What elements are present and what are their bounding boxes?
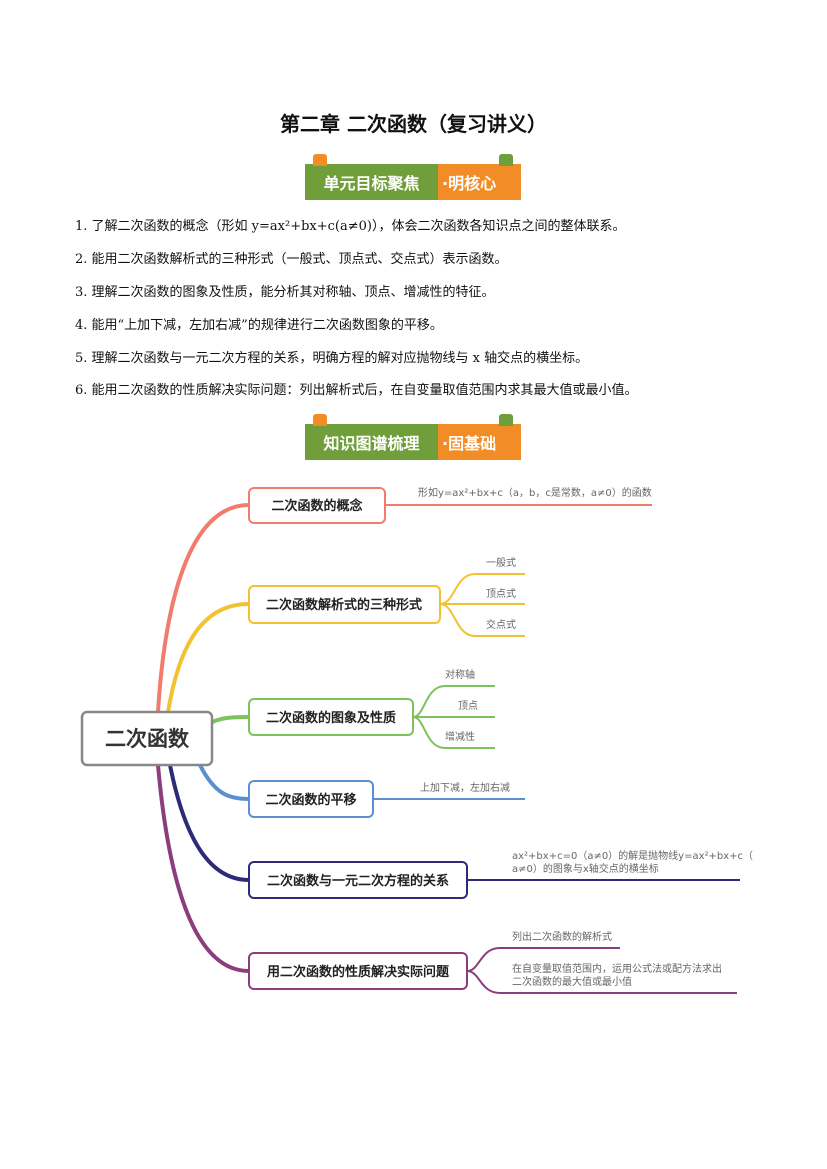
branch-connector (166, 602, 250, 713)
branch-note: a≠0）的图象与x轴交点的横坐标 (512, 862, 659, 875)
branch-node-forms: 二次函数解析式的三种形式 (248, 585, 441, 624)
branch-note: 列出二次函数的解析式 (512, 930, 612, 943)
branch-note: 顶点式 (486, 587, 516, 600)
banner-left-text: 单元目标聚焦 (305, 164, 438, 200)
branch-node-equation: 二次函数与一元二次方程的关系 (248, 861, 468, 899)
svg-text:二次函数的图象及性质: 二次函数的图象及性质 (266, 710, 396, 726)
branch-connector (156, 764, 250, 973)
banner-right-text: ·明核心 (438, 164, 521, 200)
branch-node-graph: 二次函数的图象及性质 (248, 698, 414, 736)
branch-note: ax²+bx+c=0（a≠0）的解是抛物线y=ax²+bx+c（ (512, 849, 753, 862)
objective-item: 4. 能用“上加下减，左加右减”的规律进行二次函数图象的平移。 (75, 318, 443, 333)
section-banner-goals: 单元目标聚焦 ·明核心 (305, 154, 521, 200)
branch-connector (198, 764, 250, 801)
branch-note: 交点式 (486, 618, 516, 631)
clip-icon (499, 154, 513, 166)
branch-connector (168, 764, 250, 882)
root-node-label: 二次函数 (105, 727, 190, 751)
banner-right-text: ·固基础 (438, 424, 521, 460)
branch-node-translation: 二次函数的平移 (248, 780, 374, 818)
branch-note: 形如y=ax²+bx+c（a，b，c是常数，a≠0）的函数 (418, 486, 652, 499)
svg-text:二次函数的平移: 二次函数的平移 (265, 792, 356, 808)
page-title: 第二章 二次函数（复习讲义） (280, 112, 547, 136)
branch-note: 顶点 (458, 700, 478, 712)
clip-icon (313, 414, 327, 426)
banner-left-text: 知识图谱梳理 (305, 424, 438, 460)
objective-item: 1. 了解二次函数的概念（形如 y=ax²+bx+c(a≠0)），体会二次函数各… (75, 219, 626, 234)
root-node (80, 710, 214, 767)
branch-node-concept: 二次函数的概念 (248, 487, 386, 524)
branch-note: 在自变量取值范围内，运用公式法或配方法求出 (512, 962, 722, 975)
branch-node-application: 用二次函数的性质解决实际问题 (248, 952, 468, 990)
branch-note: 一般式 (486, 556, 516, 569)
section-banner-map: 知识图谱梳理 ·固基础 (305, 414, 521, 460)
branch-connector (156, 503, 250, 713)
svg-text:二次函数解析式的三种形式: 二次函数解析式的三种形式 (266, 597, 422, 613)
clip-icon (499, 414, 513, 426)
objective-item: 2. 能用二次函数解析式的三种形式（一般式、顶点式、交点式）表示函数。 (75, 252, 508, 267)
branch-note: 上加下减，左加右减 (420, 781, 510, 794)
objective-item: 3. 理解二次函数的图象及性质，能分析其对称轴、顶点、增减性的特征。 (75, 285, 495, 300)
svg-text:二次函数的概念: 二次函数的概念 (271, 498, 362, 514)
branch-note: 对称轴 (445, 668, 475, 681)
clip-icon (313, 154, 327, 166)
svg-text:用二次函数的性质解决实际问题: 用二次函数的性质解决实际问题 (266, 964, 450, 980)
objective-item: 6. 能用二次函数的性质解决实际问题：列出解析式后，在自变量取值范围内求其最大值… (75, 383, 638, 398)
objective-item: 5. 理解二次函数与一元二次方程的关系，明确方程的解对应抛物线与 x 轴交点的横… (75, 351, 589, 366)
svg-text:二次函数与一元二次方程的关系: 二次函数与一元二次方程的关系 (267, 873, 449, 889)
branch-note: 二次函数的最大值或最小值 (512, 975, 632, 988)
branch-note: 增减性 (445, 730, 475, 743)
